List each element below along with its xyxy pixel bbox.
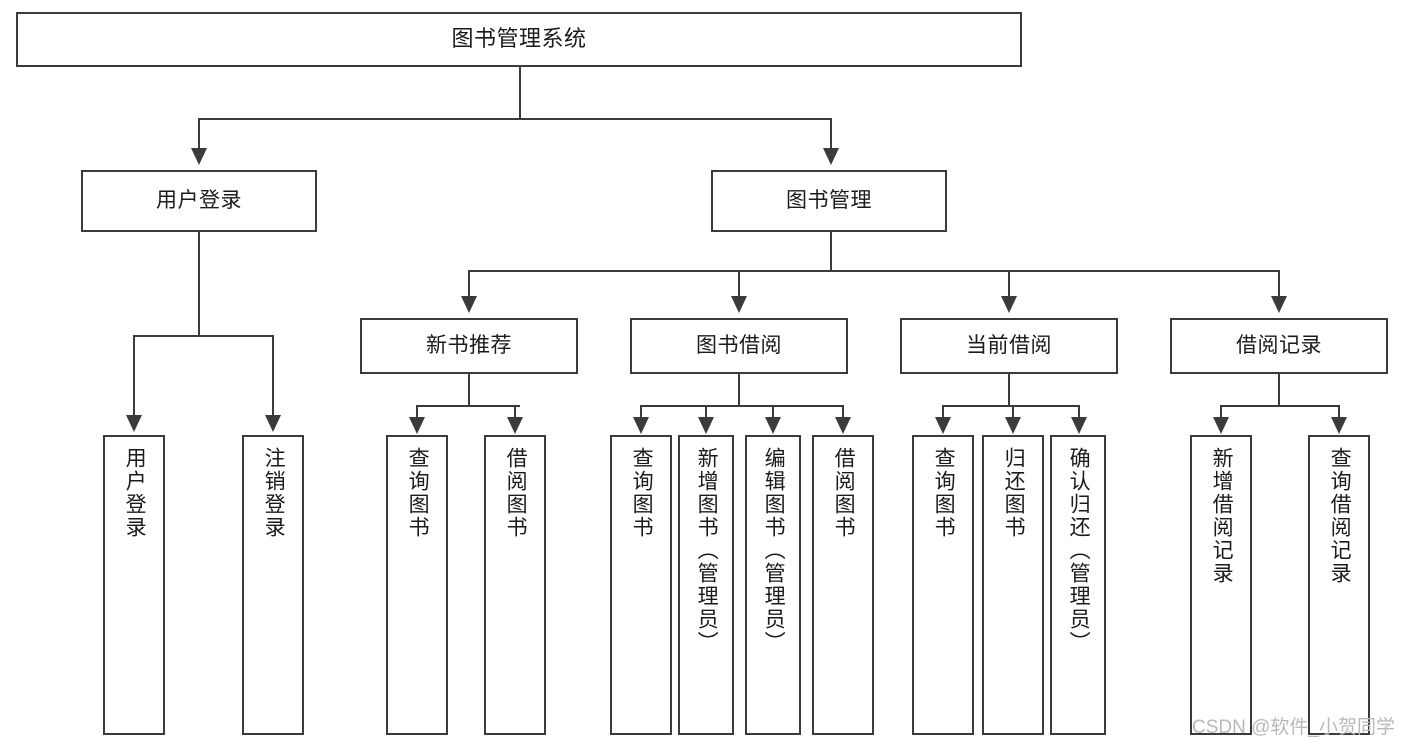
connector-book-manage-bar — [468, 270, 1280, 272]
leaf-query-borrow-record[interactable]: 查询借阅记录 — [1308, 435, 1370, 735]
leaf-query-borrow-record-label: 查询借阅记录 — [1328, 447, 1352, 585]
leaf-add-book-admin[interactable]: 新增图书（管理员） — [678, 435, 734, 735]
connector-nbr-right — [514, 405, 516, 419]
leaf-user-login[interactable]: 用户登录 — [103, 435, 165, 735]
connector-new-book-recommend-bar — [416, 405, 520, 407]
leaf-return-book-label: 归还图书 — [1002, 447, 1026, 539]
node-book-manage[interactable]: 图书管理 — [711, 170, 947, 232]
arrow-to-new-book-recommend — [461, 296, 477, 313]
connector-root-bar — [198, 118, 832, 120]
node-current-borrow[interactable]: 当前借阅 — [900, 318, 1118, 374]
connector-book-borrow-stem — [738, 374, 740, 406]
leaf-query-book-current-label: 查询图书 — [932, 447, 956, 539]
leaf-add-borrow-record-label: 新增借阅记录 — [1210, 447, 1234, 585]
node-current-borrow-label: 当前借阅 — [966, 334, 1052, 358]
node-user-login-label: 用户登录 — [156, 189, 242, 213]
arrow-to-borrow-record — [1271, 296, 1287, 313]
connector-user-login-stem — [198, 232, 200, 336]
arrow-to-leaf-return-book — [1005, 417, 1021, 434]
leaf-borrow-book-rec[interactable]: 借阅图书 — [484, 435, 546, 735]
connector-book-borrow-bar — [640, 405, 843, 407]
arrow-root-to-book-manage — [823, 148, 839, 165]
arrow-to-leaf-user-login — [126, 415, 142, 432]
connector-new-book-recommend-stem — [468, 374, 470, 406]
arrow-to-leaf-borrow-book — [835, 417, 851, 434]
connector-root-to-book-manage — [830, 118, 832, 150]
node-user-login[interactable]: 用户登录 — [81, 170, 317, 232]
connector-user-login-bar — [133, 335, 273, 337]
connector-to-new-book-recommend — [468, 270, 470, 298]
leaf-user-login-label: 用户登录 — [123, 447, 147, 539]
connector-to-current-borrow — [1008, 270, 1010, 298]
leaf-query-book-borrow[interactable]: 查询图书 — [610, 435, 672, 735]
node-book-borrow[interactable]: 图书借阅 — [630, 318, 848, 374]
node-borrow-record-label: 借阅记录 — [1236, 334, 1322, 358]
arrow-to-leaf-confirm-return-admin — [1071, 417, 1087, 434]
node-new-book-recommend-label: 新书推荐 — [426, 334, 512, 358]
leaf-query-book-rec[interactable]: 查询图书 — [386, 435, 448, 735]
connector-bb-3 — [772, 405, 774, 419]
connector-cb-1 — [942, 405, 944, 419]
connector-user-login-left — [133, 335, 135, 417]
node-borrow-record[interactable]: 借阅记录 — [1170, 318, 1388, 374]
leaf-query-book-borrow-label: 查询图书 — [630, 447, 654, 539]
connector-br-left — [1220, 405, 1222, 419]
leaf-edit-book-admin-label: 编辑图书（管理员） — [762, 447, 786, 654]
csdn-watermark: CSDN @软件_小贺同学 — [1192, 717, 1395, 738]
leaf-borrow-book-rec-label: 借阅图书 — [504, 447, 528, 539]
leaf-borrow-book[interactable]: 借阅图书 — [812, 435, 874, 735]
arrow-to-leaf-user-logout — [265, 415, 281, 432]
arrow-to-leaf-edit-book-admin — [765, 417, 781, 434]
leaf-query-book-rec-label: 查询图书 — [406, 447, 430, 539]
connector-br-right — [1338, 405, 1340, 419]
arrow-to-leaf-query-book-rec — [409, 417, 425, 434]
node-new-book-recommend[interactable]: 新书推荐 — [360, 318, 578, 374]
connector-current-borrow-stem — [1008, 374, 1010, 406]
connector-bb-2 — [705, 405, 707, 419]
connector-to-borrow-record — [1278, 270, 1280, 298]
connector-root-stem — [519, 67, 521, 119]
node-book-borrow-label: 图书借阅 — [696, 334, 782, 358]
leaf-return-book[interactable]: 归还图书 — [982, 435, 1044, 735]
leaf-user-logout[interactable]: 注销登录 — [242, 435, 304, 735]
arrow-to-current-borrow — [1001, 296, 1017, 313]
leaf-query-book-current[interactable]: 查询图书 — [912, 435, 974, 735]
arrow-to-leaf-add-book-admin — [698, 417, 714, 434]
leaf-edit-book-admin[interactable]: 编辑图书（管理员） — [745, 435, 801, 735]
arrow-to-book-borrow — [731, 296, 747, 313]
arrow-root-to-user-login — [191, 148, 207, 165]
connector-bb-1 — [640, 405, 642, 419]
connector-bb-4 — [842, 405, 844, 419]
arrow-to-leaf-add-borrow-record — [1213, 417, 1229, 434]
leaf-add-borrow-record[interactable]: 新增借阅记录 — [1190, 435, 1252, 735]
node-book-manage-label: 图书管理 — [786, 189, 872, 213]
connector-nbr-left — [416, 405, 418, 419]
connector-book-manage-stem — [830, 232, 832, 271]
connector-current-borrow-bar — [942, 405, 1078, 407]
root-node[interactable]: 图书管理系统 — [16, 12, 1022, 67]
arrow-to-leaf-query-borrow-record — [1331, 417, 1347, 434]
connector-borrow-record-stem — [1278, 374, 1280, 406]
leaf-confirm-return-admin-label: 确认归还（管理员） — [1067, 447, 1091, 654]
leaf-confirm-return-admin[interactable]: 确认归还（管理员） — [1050, 435, 1106, 735]
arrow-to-leaf-query-book-current — [935, 417, 951, 434]
root-node-label: 图书管理系统 — [451, 26, 587, 52]
connector-user-login-right — [272, 335, 274, 417]
leaf-borrow-book-label: 借阅图书 — [832, 447, 856, 539]
arrow-to-leaf-query-book-borrow — [633, 417, 649, 434]
connector-cb-3 — [1078, 405, 1080, 419]
connector-cb-2 — [1012, 405, 1014, 419]
connector-root-to-user-login — [198, 118, 200, 150]
arrow-to-leaf-borrow-book-rec — [507, 417, 523, 434]
connector-borrow-record-bar — [1220, 405, 1339, 407]
leaf-add-book-admin-label: 新增图书（管理员） — [695, 447, 719, 654]
leaf-user-logout-label: 注销登录 — [262, 447, 286, 539]
connector-to-book-borrow — [738, 270, 740, 298]
